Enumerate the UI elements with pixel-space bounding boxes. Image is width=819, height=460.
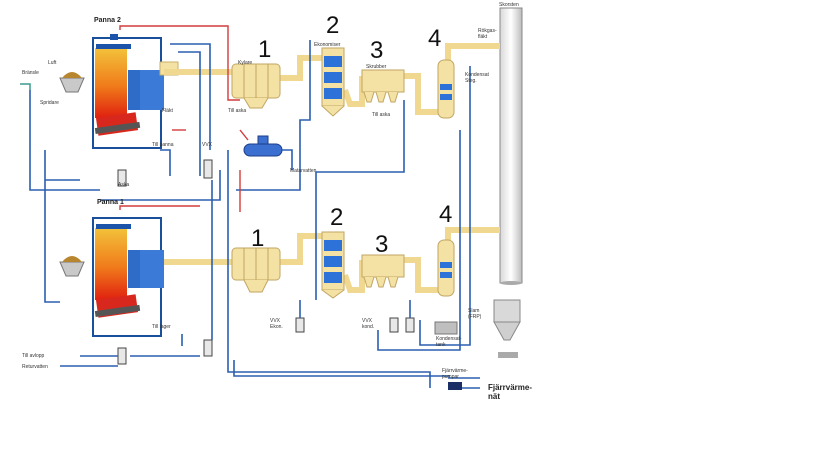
dh-pumps-label: Fjärrvärme-pumpar — [442, 368, 468, 380]
sprinkler-label: Spridare — [40, 100, 59, 106]
return-water-label: Returvatten — [22, 364, 48, 370]
fuel-hopper-2 — [59, 72, 85, 93]
scrubber-top — [361, 69, 405, 103]
drain-label: Till avlopp — [22, 353, 45, 359]
stage-number: 4 — [439, 201, 453, 228]
stage-number: 4 — [428, 25, 442, 52]
economizer-bottom — [321, 231, 345, 299]
to-boiler-label: Till panna — [152, 142, 174, 148]
chimney-label: Skorsten — [499, 2, 519, 8]
district-heating-label: Fjärrvärme-nät — [488, 383, 533, 401]
stage-number: 3 — [375, 231, 389, 258]
feedwater-tank — [243, 135, 283, 157]
sludge-label: Slam (FRP) — [468, 308, 482, 320]
feedwater-label: Matarvatten — [290, 168, 317, 174]
chimney — [499, 7, 523, 285]
fuel-label: Bränsle — [22, 70, 39, 76]
filter-1-top — [231, 63, 281, 109]
return-pipe — [20, 83, 31, 90]
stage-number: 1 — [251, 225, 265, 252]
to-storage-label: Till lager — [152, 324, 171, 330]
air-label: Luft — [48, 60, 57, 66]
condensate-stage-label: Kondensat Steg. — [465, 72, 489, 84]
ash-label: Till aska — [372, 112, 391, 118]
water-pipes — [29, 40, 480, 389]
hot-pipes — [119, 25, 249, 212]
stage-number: 1 — [258, 36, 272, 63]
condenser-bottom — [437, 239, 455, 297]
filter-1-bottom — [231, 247, 281, 293]
ash-bin-label: Aska — [118, 182, 130, 188]
condensate-tank-label: Kondensat-tank — [436, 336, 462, 348]
scrubber-label: Skrubber — [366, 64, 387, 70]
economizer-label: Ekonomiser — [314, 42, 341, 48]
scrubber-bottom — [361, 254, 405, 288]
economizer-top — [321, 47, 345, 117]
boiler-2 — [92, 34, 179, 149]
ash-label: Till aska — [228, 108, 247, 114]
stage-number: 3 — [370, 37, 384, 64]
boiler-1 — [92, 217, 164, 337]
condensate-tank — [434, 321, 458, 335]
cooler-label: Kylare — [238, 60, 253, 66]
flue-fan-label: Rökgas-fläkt — [478, 28, 497, 40]
stage-number: 2 — [330, 204, 344, 231]
heat-exchangers — [117, 159, 415, 365]
boiler-1-title: Panna 1 — [97, 199, 124, 206]
fan-label: Fläkt — [162, 108, 173, 114]
dh-pump — [448, 382, 462, 390]
vvx-economizer-label: VVX Ekon. — [270, 318, 283, 330]
sludge-silo — [493, 299, 521, 358]
vvx-condenser-label: VVX kond. — [362, 318, 375, 330]
stage-number: 2 — [326, 12, 340, 39]
boiler-2-title: Panna 2 — [94, 17, 121, 24]
fuel-hopper-1 — [59, 256, 85, 277]
vvx-label: VVX — [202, 142, 213, 148]
condenser-top — [437, 59, 455, 119]
